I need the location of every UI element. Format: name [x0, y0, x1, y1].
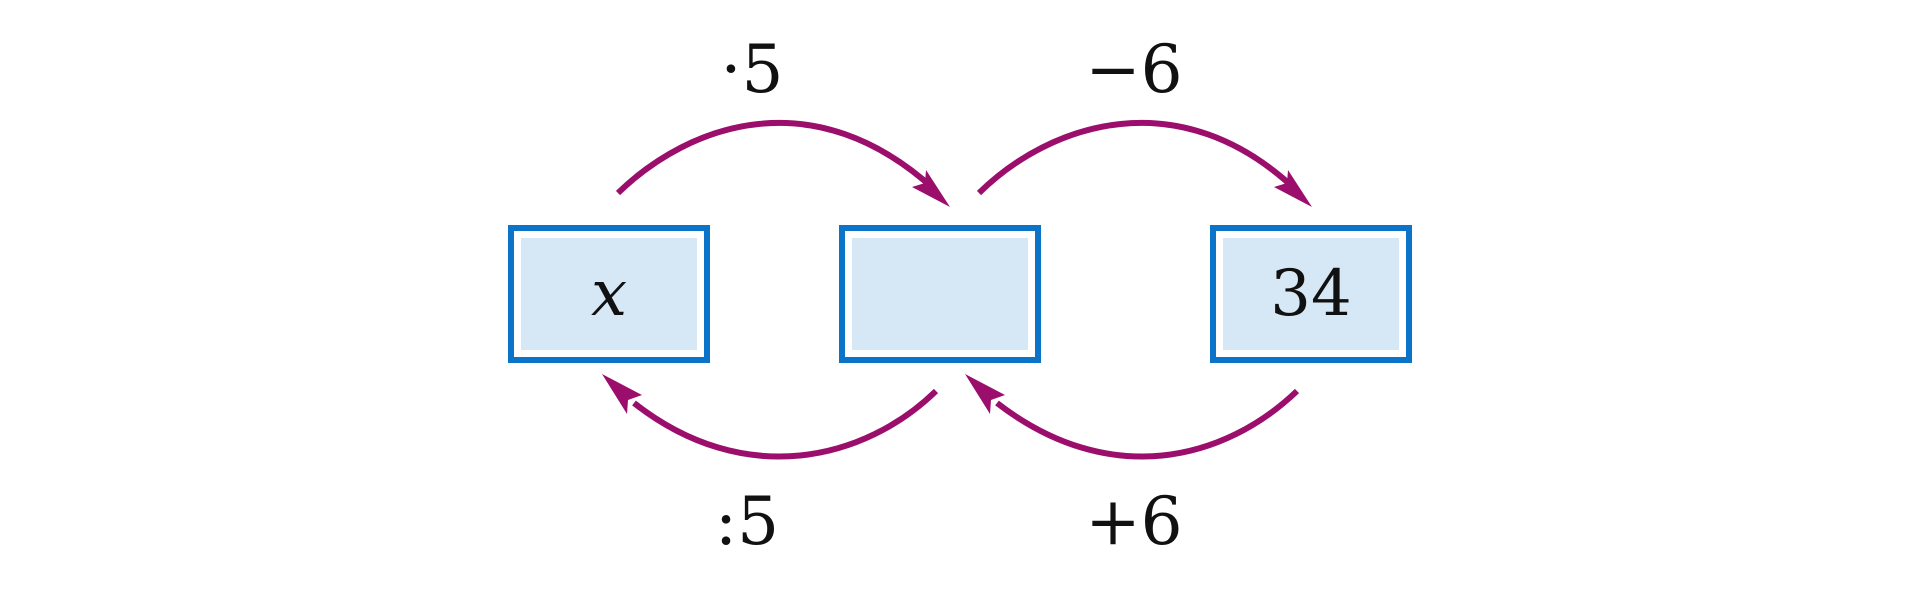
box-end-value: 34	[1223, 238, 1399, 350]
arrow-bottom-second	[995, 388, 1300, 460]
box-start-value: x	[521, 238, 697, 350]
arrow-top-first	[615, 119, 938, 196]
arrowhead-top-first	[912, 170, 950, 207]
box-start: x	[508, 225, 710, 363]
arrow-bottom-first	[632, 388, 939, 460]
arrowhead-bottom-second	[965, 374, 1005, 414]
box-middle-value	[852, 238, 1028, 350]
label-top-first: ·5	[720, 31, 784, 108]
label-bottom-first: :5	[714, 483, 780, 560]
box-middle[interactable]	[839, 225, 1041, 363]
arrow-top-second	[976, 119, 1299, 196]
box-end: 34	[1210, 225, 1412, 363]
arrowhead-top-second	[1274, 170, 1312, 207]
label-top-second: −6	[1085, 31, 1183, 108]
arrowhead-bottom-first	[602, 374, 642, 414]
label-bottom-second: +6	[1085, 483, 1183, 560]
